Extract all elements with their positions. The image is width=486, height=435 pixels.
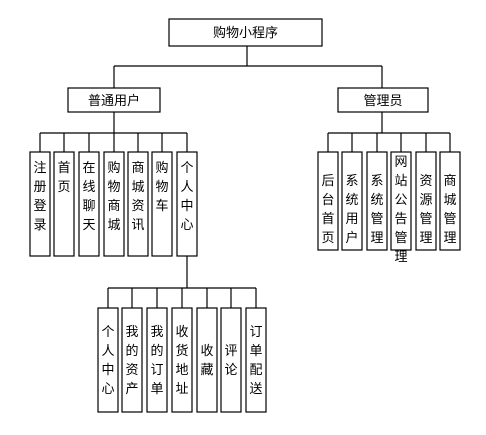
connectors <box>39 46 451 308</box>
node-box <box>439 151 461 251</box>
node-admin-announcements: 网站公告管理 <box>394 155 407 265</box>
node-box <box>29 151 51 257</box>
node-box <box>127 151 149 257</box>
group-admin-label: 管理员 <box>363 94 402 109</box>
node-admin-resources: 资源管理 <box>419 174 432 246</box>
node-admin-system-users: 系统用户 <box>345 174 358 246</box>
node-user-home: 首页 <box>57 161 70 195</box>
node-my-assets: 我的资产 <box>125 325 138 397</box>
root-label: 购物小程序 <box>213 25 278 41</box>
node-user-cart: 购物车 <box>155 160 168 214</box>
node-user-personal: 个人中心 <box>180 161 193 233</box>
group-user-node: 普通用户 <box>67 87 161 113</box>
root-node: 购物小程序 <box>168 18 323 47</box>
node-box <box>366 151 388 251</box>
node-shipping-address: 收货地址 <box>175 325 188 397</box>
node-my-orders: 我的订单 <box>150 325 163 397</box>
node-box <box>196 307 218 413</box>
node-box <box>121 307 143 413</box>
group-admin-node: 管理员 <box>337 87 429 113</box>
node-order-delivery: 订单配送 <box>249 325 262 397</box>
node-admin-mall-manage: 商城管理 <box>443 174 456 246</box>
node-box <box>390 151 412 251</box>
node-admin-dashboard: 后台首页 <box>321 174 334 246</box>
node-box <box>146 307 168 413</box>
node-box <box>171 307 193 413</box>
personal-children: 个人中心 我的资产 我的订单 收货地址 收藏 评论 订单配送 <box>97 307 267 413</box>
node-comments: 评论 <box>224 344 237 378</box>
node-user-mall: 购物商城 <box>107 160 120 233</box>
node-box <box>220 307 242 413</box>
node-box <box>176 151 198 257</box>
node-box <box>151 151 173 257</box>
node-box <box>103 151 125 257</box>
node-box <box>53 151 75 257</box>
node-personal-center: 个人中心 <box>101 325 114 397</box>
node-admin-system-manage: 系统管理 <box>370 174 383 246</box>
node-box <box>415 151 437 251</box>
node-favorites: 收藏 <box>200 344 213 378</box>
user-children: 注册登录 首页 在线聊天 购物商城 商城资讯 购物车 个人中心 <box>29 151 198 257</box>
node-box <box>317 151 339 251</box>
group-user-label: 普通用户 <box>88 93 140 109</box>
node-box <box>97 307 119 413</box>
node-box <box>78 151 100 257</box>
node-user-news: 商城资讯 <box>131 161 144 233</box>
node-user-register: 注册登录 <box>33 161 46 233</box>
node-user-chat: 在线聊天 <box>82 161 95 233</box>
node-box <box>341 151 363 251</box>
admin-children: 后台首页 系统用户 系统管理 网站公告管理 资源管理 商城管理 <box>317 151 461 265</box>
node-box <box>245 307 267 413</box>
